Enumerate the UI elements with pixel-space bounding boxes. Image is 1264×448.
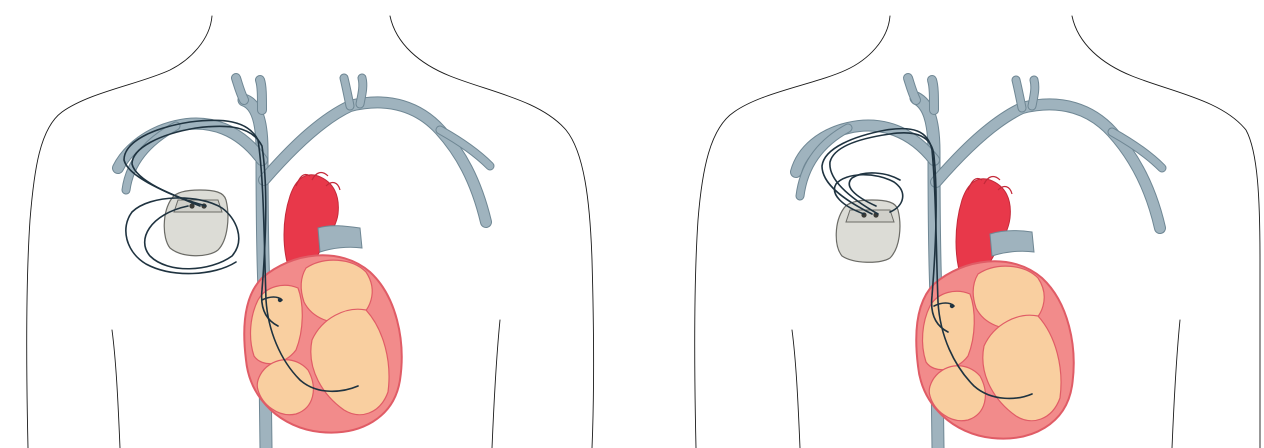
panel-right-illustration	[632, 0, 1264, 448]
panel-left	[0, 0, 632, 448]
panel-right	[632, 0, 1264, 448]
heart	[916, 261, 1073, 438]
pacemaker-device	[836, 200, 900, 262]
panel-left-illustration	[0, 0, 632, 448]
heart	[244, 255, 401, 432]
